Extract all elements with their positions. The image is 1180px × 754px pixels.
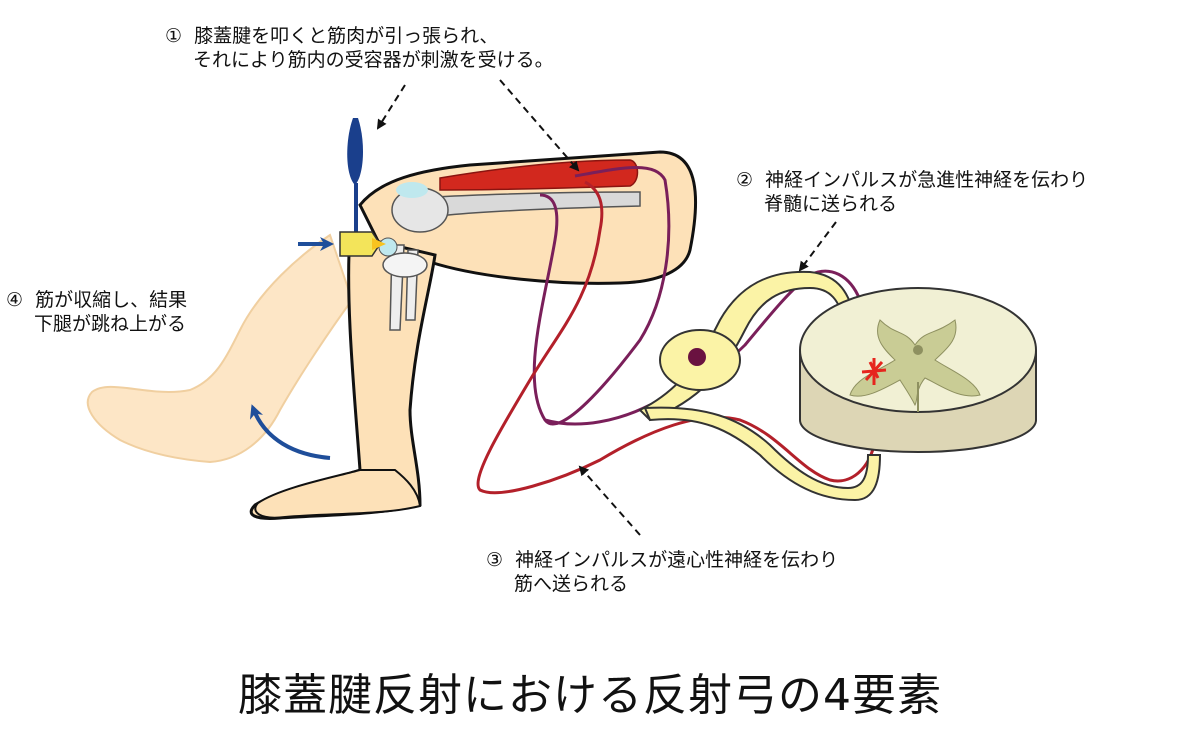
motion-arrow-icon [249,237,334,460]
step1-label: ① 膝蓋腱を叩くと筋肉が引っ張られ、 それにより筋内の受容器が刺激を受ける。 [165,24,554,72]
step2-line1: 神経インパルスが急進性神経を伝わり [765,169,1089,191]
femur [391,182,641,233]
extended-lower-leg [86,233,354,464]
step2-line2: 脊髄に送られる [764,193,898,215]
step4-label: ④ 筋が収縮し、結果 下腿が跳ね上がる [6,288,187,336]
step3-line1: 神経インパルスが遠心性神経を伝わり [515,549,839,571]
step3-marker: ③ [486,549,504,571]
step2-marker: ② [736,169,754,191]
synapse-icon [861,358,887,385]
step4-line1: 筋が収縮し、結果 [35,289,188,311]
diagram-title: 膝蓋腱反射における反射弓の4要素 [238,670,942,721]
step1-line1: 膝蓋腱を叩くと筋肉が引っ張られ、 [194,25,499,47]
efferent-nerve [476,180,878,495]
spinal-cord-section [799,287,1037,453]
dorsal-root-ganglion [688,348,706,366]
pointer-arrows [376,79,837,536]
step3-label: ③ 神経インパルスが遠心性神経を伝わり 筋へ送られる [486,548,838,596]
tibia-fibula [378,237,428,331]
reflex-hammer-icon [339,118,386,257]
nerve-root [638,270,882,502]
step4-line2: 下腿が跳ね上がる [34,313,187,335]
step1-marker: ① [165,25,183,47]
step3-line2: 筋へ送られる [514,573,629,595]
step4-marker: ④ [6,289,24,311]
step1-line2: それにより筋内の受容器が刺激を受ける。 [193,49,554,71]
step2-label: ② 神経インパルスが急進性神経を伝わり 脊髄に送られる [736,168,1088,216]
